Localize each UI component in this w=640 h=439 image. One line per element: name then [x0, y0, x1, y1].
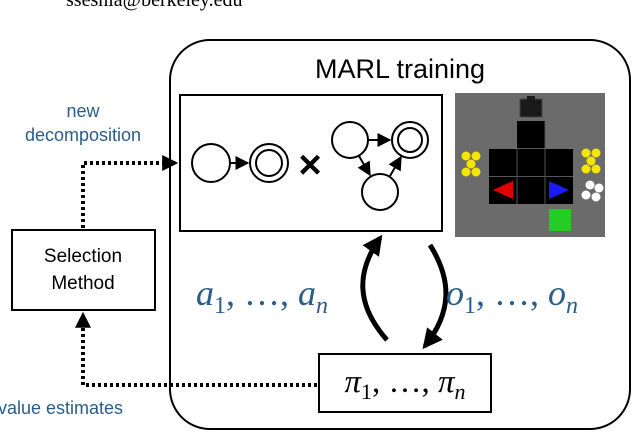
- green-goal-cell: [549, 209, 571, 231]
- selection-method-line2: Method: [51, 273, 114, 294]
- product-symbol: ×: [298, 143, 321, 187]
- policies-box: [318, 353, 492, 413]
- policies-label: π1, …, πn: [344, 364, 465, 404]
- actions-arrow: [360, 234, 389, 342]
- automaton-right-accept-state-inner: [397, 127, 423, 153]
- automaton-right-middle-state: [361, 173, 399, 211]
- red-agent-icon: [493, 181, 513, 199]
- selection-method-box: [11, 229, 156, 311]
- new-decomposition-label-line2: decomposition: [25, 125, 141, 145]
- automaton-right-transition-down: [357, 155, 371, 177]
- observations-label: o1, …, on: [446, 273, 578, 319]
- marl-training-title: MARL training: [315, 54, 485, 84]
- gridworld-door-handle: [527, 96, 535, 100]
- value-estimates-label: value estimates: [0, 398, 123, 418]
- automaton-right: [331, 121, 429, 211]
- marl-training-box: [169, 39, 631, 430]
- gridworld-environment: [455, 93, 605, 237]
- gridworld-cell: [517, 177, 545, 204]
- white-buttons-right: [581, 180, 604, 202]
- selection-method-line1: Selection: [44, 246, 122, 267]
- observations-arrow: [422, 243, 449, 350]
- gridworld-cell: [517, 121, 545, 148]
- actions-label: a1, …, an: [196, 273, 328, 319]
- email-fragment: ssesnia@berkeley.edu: [66, 0, 243, 11]
- gridworld-cell: [489, 149, 517, 176]
- gridworld-door: [519, 98, 543, 118]
- automaton-right-transition-up: [388, 155, 402, 177]
- automaton-left-accept-state-inner: [255, 149, 283, 177]
- gridworld-cell: [545, 149, 573, 176]
- gridworld-cell: [517, 149, 545, 176]
- automaton-left: [191, 143, 289, 183]
- automaton-right-initial-state: [331, 121, 369, 159]
- value-estimates-arrow: [75, 311, 317, 387]
- blue-agent-icon: [549, 181, 569, 199]
- yellow-buttons-left: [461, 151, 481, 177]
- new-decomposition-arrow: [81, 155, 179, 228]
- yellow-buttons-right: [581, 148, 601, 174]
- automaton-left-initial-state: [191, 143, 231, 183]
- new-decomposition-label-line1: new: [66, 101, 100, 121]
